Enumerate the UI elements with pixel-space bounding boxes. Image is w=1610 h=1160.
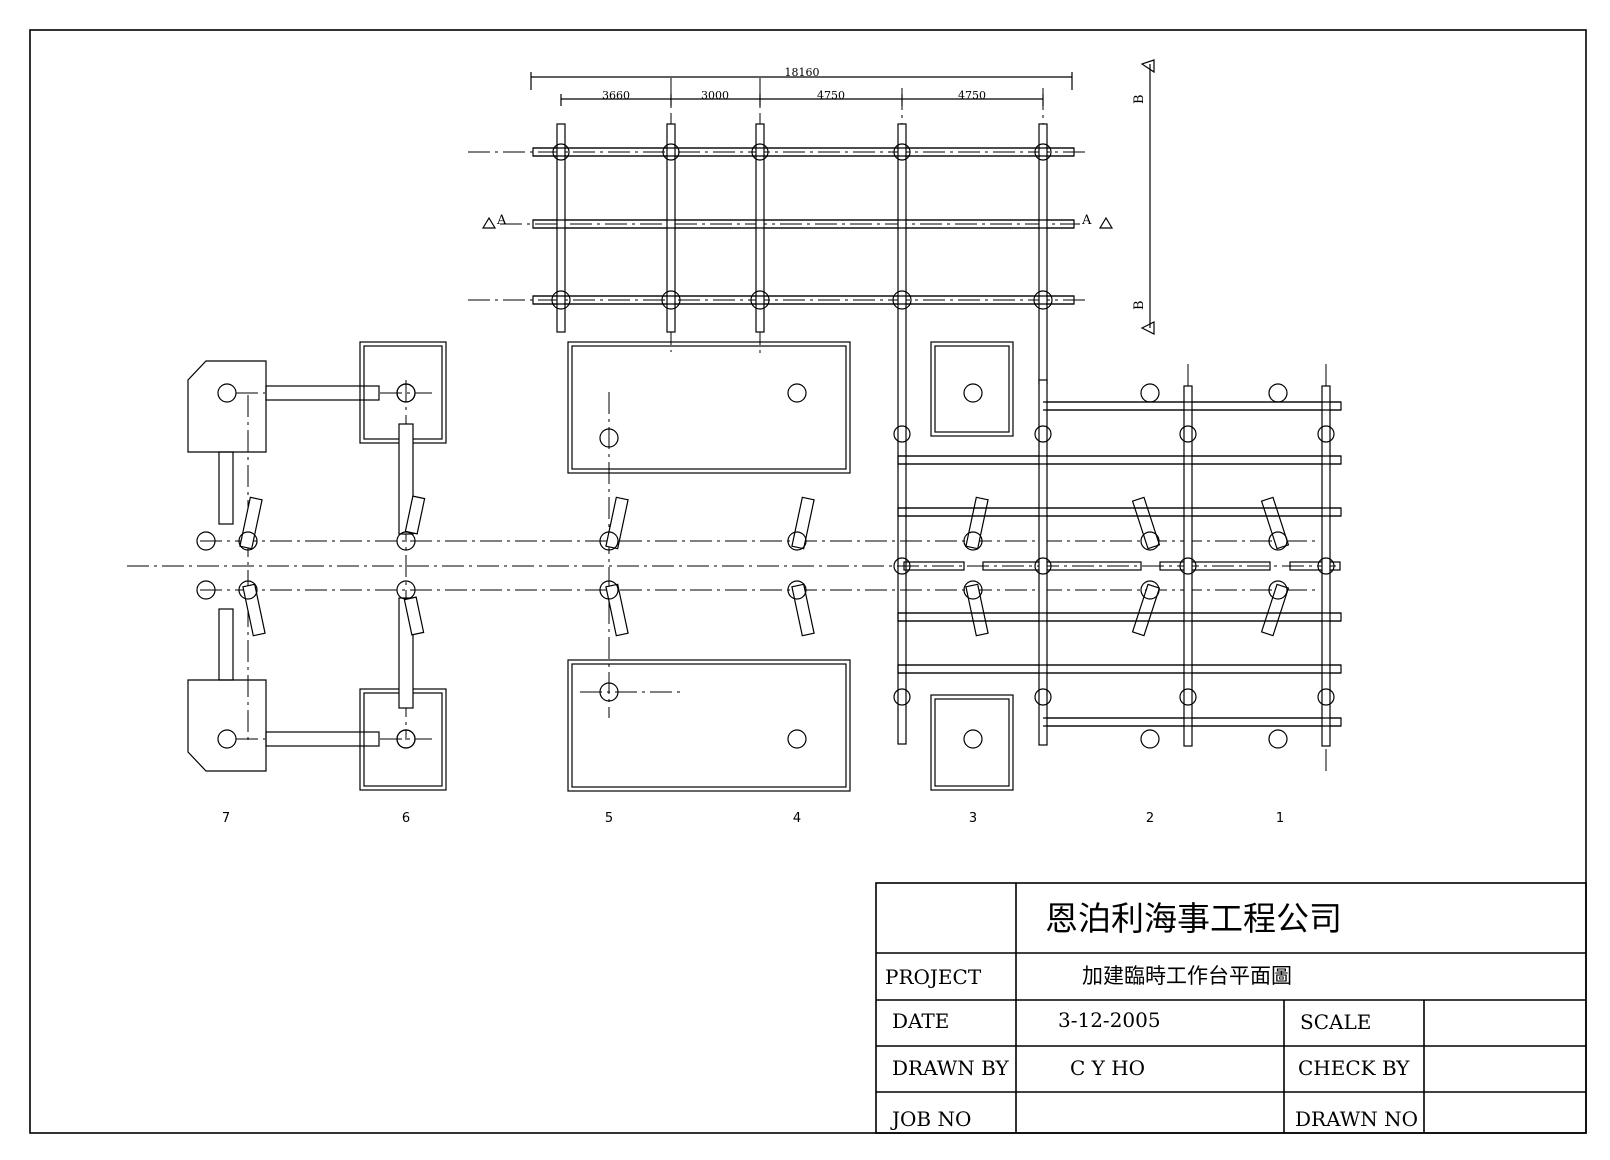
- mid-pile-caps: [567, 341, 851, 792]
- span-dimension-2: 3000: [701, 89, 729, 102]
- top-platform-grid: [468, 78, 1090, 745]
- section-a-left-triangle: [481, 216, 497, 229]
- gridline-labels: 7 6 5 4 3 2 1: [222, 811, 1284, 826]
- upper-left-block: [187, 360, 267, 453]
- drawn-by-label: DRAWN BY: [892, 1056, 1009, 1080]
- section-a-right-label: A: [1081, 213, 1092, 228]
- company-name: 恩泊利海事工程公司: [1045, 899, 1342, 938]
- dimension-lines: 18160 3660 3000 4750 4750: [530, 66, 1073, 106]
- gridline-label-2: 2: [1146, 811, 1154, 826]
- section-b-top-label: B: [1132, 94, 1147, 104]
- lower-left-block: [187, 679, 267, 772]
- gridline-label-5: 5: [605, 811, 613, 826]
- date-value: 3-12-2005: [1058, 1008, 1161, 1032]
- left-dolphins: [187, 341, 447, 791]
- main-centre-lines: [127, 364, 1336, 775]
- section-a-left-label: A: [496, 213, 507, 228]
- span-dimension-1: 3660: [602, 89, 630, 102]
- section-b-bottom-triangle: [1140, 321, 1155, 335]
- span-dimension-3: 4750: [817, 89, 845, 102]
- span-dimension-4: 4750: [958, 89, 986, 102]
- section-b-bottom-label: B: [1132, 300, 1147, 310]
- gridline-label-7: 7: [222, 811, 230, 826]
- drawing-frame: [29, 29, 1587, 1134]
- scale-label: SCALE: [1300, 1010, 1371, 1034]
- drawn-no-label: DRAWN NO: [1295, 1107, 1418, 1131]
- drawn-by-value: C Y HO: [1070, 1056, 1145, 1080]
- gridline-label-6: 6: [402, 811, 410, 826]
- gridline-label-3: 3: [969, 811, 977, 826]
- section-a-right-triangle: [1098, 216, 1114, 229]
- right-platform-grid: [893, 341, 1342, 791]
- raking-piles: [238, 495, 1290, 637]
- job-no-label: JOB NO: [890, 1107, 971, 1131]
- overall-dimension: 18160: [785, 66, 820, 79]
- project-label: PROJECT: [885, 965, 982, 989]
- gridline-label-4: 4: [793, 811, 801, 826]
- check-by-label: CHECK BY: [1298, 1056, 1410, 1080]
- project-title: 加建臨時工作台平面圖: [1082, 964, 1292, 988]
- date-label: DATE: [892, 1009, 949, 1033]
- title-block: 恩泊利海事工程公司 PROJECT 加建臨時工作台平面圖 DATE 3-12-2…: [875, 882, 1587, 1134]
- section-markers: A A B B: [481, 59, 1155, 335]
- gridline-label-1: 1: [1276, 811, 1284, 826]
- section-b-top-triangle: [1140, 59, 1155, 74]
